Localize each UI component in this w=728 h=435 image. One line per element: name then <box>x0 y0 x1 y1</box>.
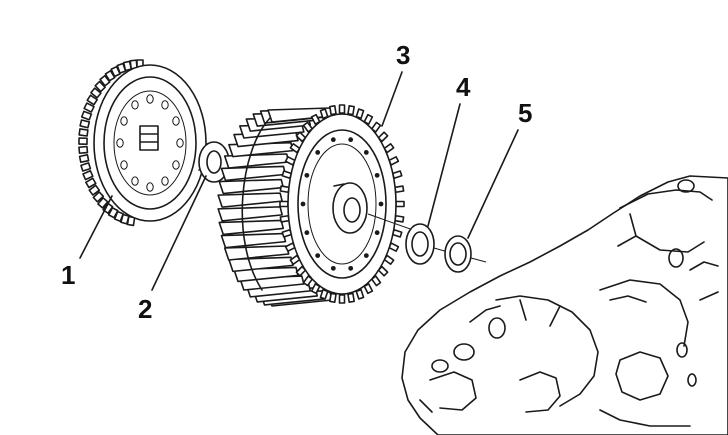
pulley-tooth <box>104 69 116 82</box>
part-1-pulley-plate <box>78 59 207 227</box>
housing-fin <box>217 192 283 208</box>
housing-fin <box>218 219 285 236</box>
callout-4: 4 <box>456 72 471 102</box>
callout-1: 1 <box>61 260 76 290</box>
gear-tooth <box>347 292 355 303</box>
pulley-tooth <box>94 80 106 93</box>
housing-hole <box>348 265 354 271</box>
pulley-tooth <box>78 145 89 155</box>
housing-hole <box>300 201 306 207</box>
leader-line-3 <box>381 71 403 127</box>
pulley-hole <box>161 100 169 110</box>
housing-hole <box>378 201 384 207</box>
leader-line-1 <box>79 195 113 259</box>
callout-2: 2 <box>138 294 153 324</box>
housing-hole <box>330 137 336 143</box>
pulley-tooth <box>88 184 101 196</box>
housing-rear-rim <box>241 117 271 291</box>
housing-hole <box>304 230 310 236</box>
pulley-hole <box>146 94 154 104</box>
pulley-tooth <box>80 110 93 121</box>
leader-lines <box>79 71 519 291</box>
leader-line-5 <box>467 129 519 239</box>
gear-tooth <box>279 200 289 208</box>
housing-hole <box>363 253 369 259</box>
pulley-tooth <box>78 137 88 146</box>
housing-hole <box>363 149 369 155</box>
part-3-gear-housing <box>217 104 431 307</box>
pulley-hole <box>120 116 128 126</box>
pulley-tooth <box>90 87 102 99</box>
pulley-tooth <box>92 191 105 203</box>
gear-tooth <box>355 108 365 120</box>
housing-hole <box>348 137 354 143</box>
pulley-tooth <box>107 207 119 219</box>
housing-hole <box>330 265 336 271</box>
pulley-hole <box>131 176 139 186</box>
pulley-tooth <box>78 153 90 164</box>
crankcase-housing <box>401 175 728 435</box>
pulley-tooth <box>102 202 114 215</box>
pulley-tooth <box>78 128 89 137</box>
pulley-tooth <box>99 74 111 87</box>
gear-tooth <box>355 288 365 300</box>
housing-hole <box>304 172 310 178</box>
pulley-hole <box>172 116 180 126</box>
housing-fin <box>217 206 283 222</box>
housing-hole <box>374 230 380 236</box>
gear-tooth <box>338 294 346 304</box>
pulley-hole <box>176 138 184 148</box>
pulley-tooth <box>82 169 94 181</box>
pulley-hole <box>146 182 154 192</box>
gear-tooth <box>338 104 346 114</box>
gear-tooth <box>395 200 405 208</box>
pulley-hole <box>116 138 124 148</box>
pulley-hole <box>131 100 139 110</box>
gear-tooth <box>347 105 355 116</box>
housing-fin <box>218 178 285 195</box>
pulley-tooth <box>79 119 91 129</box>
part-5-thrust-washer <box>444 235 487 273</box>
housing-hole <box>374 172 380 178</box>
pulley-hole <box>120 160 128 170</box>
pulley-tooth <box>97 197 109 209</box>
housing-hole <box>315 253 321 259</box>
pulley-hole <box>161 176 169 186</box>
leader-line-2 <box>151 175 207 291</box>
callout-5: 5 <box>518 98 533 128</box>
pulley-tooth <box>80 162 92 172</box>
pulley-tooth <box>83 102 95 113</box>
gear-tooth <box>329 105 337 116</box>
housing-hole <box>315 149 321 155</box>
callout-3: 3 <box>396 40 411 70</box>
gear-tooth <box>319 108 329 120</box>
part-4-thrust-washer <box>405 223 449 265</box>
pulley-tooth <box>86 94 98 106</box>
gear-tooth <box>319 288 329 300</box>
housing-fin <box>220 232 287 249</box>
pulley-hole <box>172 160 180 170</box>
leader-line-4 <box>427 103 461 227</box>
gear-tooth <box>329 292 337 303</box>
pulley-tooth <box>85 177 97 189</box>
